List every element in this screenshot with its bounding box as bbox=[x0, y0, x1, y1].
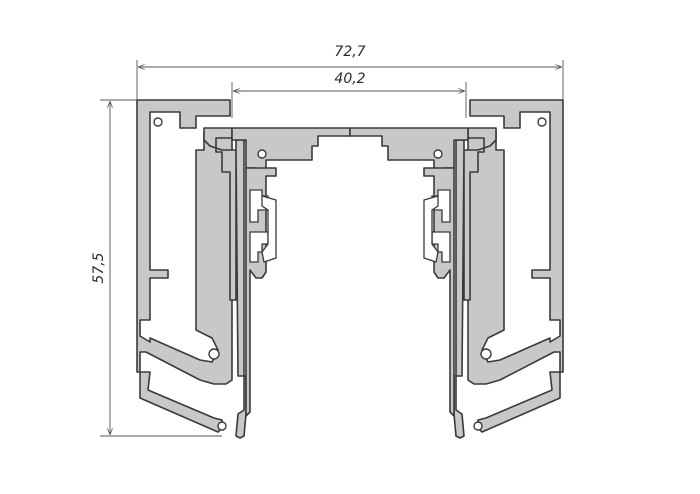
profile-right-half bbox=[349, 99, 564, 439]
lower-left-hole bbox=[208, 348, 220, 360]
top-left-hook-hole bbox=[153, 117, 163, 127]
height-dimension: 57,5 bbox=[91, 99, 222, 437]
overall-width-dimension: 72,7 bbox=[136, 44, 564, 100]
channel-left-hole bbox=[257, 149, 267, 159]
profile-left-half bbox=[136, 99, 351, 439]
inner-wall bbox=[245, 167, 277, 417]
inner-width-dimension: 40,2 bbox=[231, 71, 467, 118]
inner-rail bbox=[203, 127, 247, 439]
height-label: 57,5 bbox=[91, 252, 107, 283]
overall-width-label: 72,7 bbox=[334, 44, 365, 60]
connector-clip bbox=[261, 195, 277, 263]
inner-width-label: 40,2 bbox=[334, 71, 365, 87]
outer-shell bbox=[136, 99, 233, 433]
foot-left-hole bbox=[217, 421, 227, 431]
top-channel bbox=[231, 127, 351, 177]
